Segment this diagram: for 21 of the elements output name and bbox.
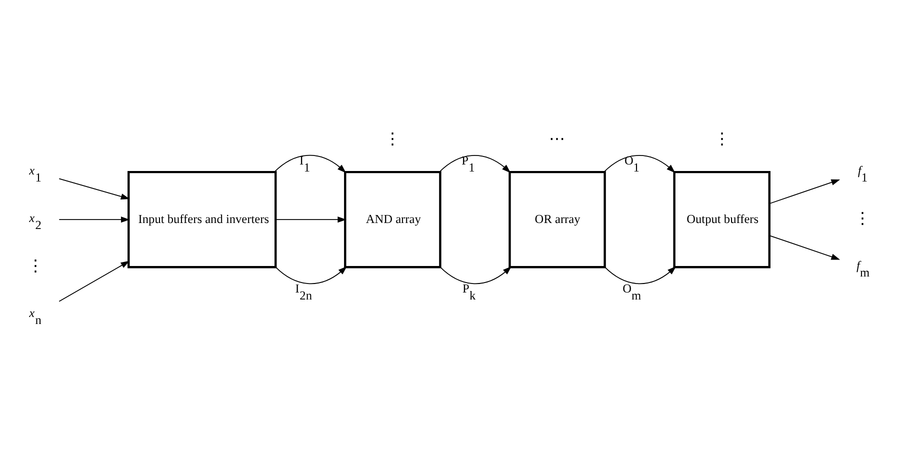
arrow — [440, 266, 512, 284]
arrow — [58, 216, 130, 222]
arrow — [603, 154, 676, 172]
arrow — [604, 266, 676, 284]
node-box: OR array — [508, 170, 606, 268]
label: ⋮ — [854, 210, 871, 227]
label: ⋯ — [548, 130, 565, 148]
arrow — [275, 266, 347, 284]
arrow — [768, 234, 840, 260]
arrow — [438, 154, 511, 172]
label: ⋮ — [714, 130, 730, 148]
node-box: AND array — [344, 170, 442, 268]
node-box: Output buffers — [673, 170, 770, 268]
arrow — [274, 154, 346, 172]
arrow — [275, 216, 346, 222]
arrow — [768, 178, 840, 204]
arrow — [58, 260, 130, 302]
label: ⋮ — [384, 130, 401, 148]
node-box: Input buffers and inverters — [128, 170, 277, 268]
label: ⋮ — [27, 257, 44, 274]
arrow — [58, 178, 130, 199]
